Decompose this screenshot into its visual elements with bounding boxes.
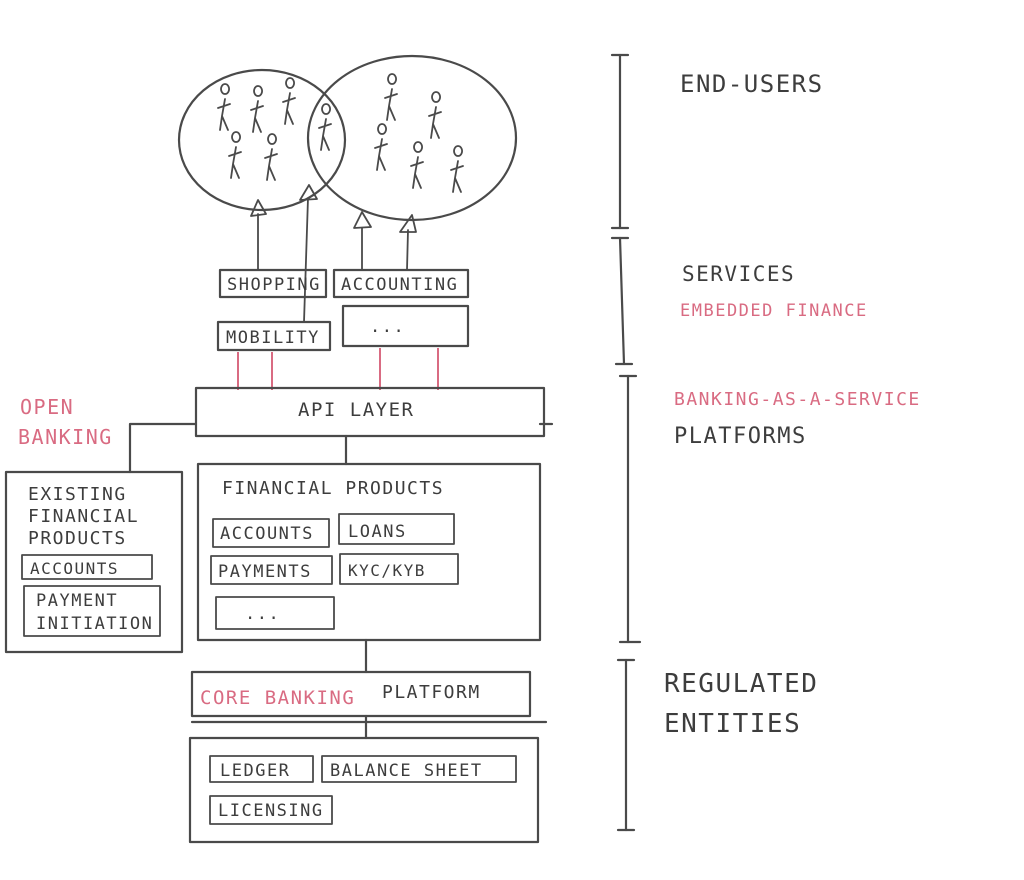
payment-initiation-label-1: PAYMENT [36,591,118,611]
person-icon [250,85,264,133]
person-icon [410,141,424,189]
person-icon [374,123,388,171]
more-services-box [341,304,470,348]
fp-accounts-box [212,518,330,548]
service-arrows [250,184,417,323]
api-layer-box [194,386,546,438]
user-group-left-circle [177,68,347,212]
existing-title-3: PRODUCTS [28,528,127,549]
embedded-finance-label: EMBEDDED FINANCE [680,301,868,321]
arrow-head-icon [299,184,318,201]
arrow-head-icon [250,199,267,217]
fp-more-box [215,596,335,630]
people-figures [217,73,464,193]
mobility-label: MOBILITY [226,328,320,348]
financial-products-box [196,462,542,642]
balance-sheet-box [321,755,517,783]
user-group-right-circle [306,54,518,222]
licensing-label: LICENSING [218,801,324,821]
regulated-label: REGULATED [664,669,818,699]
ledger-label: LEDGER [220,761,290,781]
baas-label: BANKING-AS-A-SERVICE [674,389,921,410]
financial-products: FINANCIAL PRODUCTS ACCOUNTS LOANS PAYMEN… [196,462,542,642]
api-layer-label: API LAYER [298,399,414,421]
accounting-label: ACCOUNTING [341,275,458,295]
platform-label: PLATFORM [382,682,481,703]
existing-accounts-box [21,554,153,580]
core-banking-label: CORE BANKING [200,687,355,709]
fp-kyc-label: KYC/KYB [348,561,426,580]
payment-initiation-box [23,585,161,637]
more-services-label: ... [370,317,405,337]
entities-label: ENTITIES [664,709,801,739]
end-users-label: END-USERS [680,70,824,98]
platforms-label: PLATFORMS [674,424,807,449]
fp-loans-box [338,513,455,545]
core-banking-box [190,670,532,718]
person-icon [282,77,296,125]
open-banking-label-1: OPEN [20,395,74,419]
open-banking-connector: OPEN BANKING [18,395,198,474]
shopping-box [218,268,328,299]
fp-accounts-label: ACCOUNTS [220,524,314,544]
fp-more-label: ... [245,604,280,624]
person-icon [384,73,398,121]
existing-products-box [4,470,184,654]
person-icon [318,103,332,151]
financial-products-title: FINANCIAL PRODUCTS [222,478,444,499]
arrow-head-icon [353,211,372,229]
person-icon [264,133,278,181]
existing-title-2: FINANCIAL [28,506,139,527]
open-banking-label-2: BANKING [18,425,113,449]
licensing-box [209,795,333,825]
person-icon [217,83,231,131]
balance-sheet-label: BALANCE SHEET [330,761,483,781]
existing-title-1: EXISTING [28,484,127,505]
person-icon [228,131,242,179]
existing-financial-products: EXISTING FINANCIAL PRODUCTS ACCOUNTS PAY… [4,470,184,654]
fp-kyc-box [339,553,459,585]
fp-payments-box [210,555,333,585]
payment-initiation-label-2: INITIATION [36,614,153,634]
fp-payments-label: PAYMENTS [218,562,312,582]
accounting-box [332,268,470,299]
arrow-head-icon [399,214,417,233]
end-user-groups [177,54,518,222]
shopping-label: SHOPPING [227,275,321,295]
person-icon [450,145,464,193]
services-label: SERVICES [682,262,795,286]
fp-loans-label: LOANS [348,522,407,542]
core-banking-platform: CORE BANKING PLATFORM [190,670,548,724]
person-icon [428,91,442,139]
embedded-finance-connectors [237,348,439,390]
layer-labels: END-USERS SERVICES EMBEDDED FINANCE BANK… [664,70,921,739]
mobility-box [216,320,332,352]
regulated-components-box [188,736,540,844]
services-boxes: SHOPPING ACCOUNTING MOBILITY ... [216,268,470,352]
existing-accounts-label: ACCOUNTS [30,559,119,578]
api-layer: API LAYER [194,386,554,438]
layer-brackets [610,53,642,832]
regulated-components: LEDGER BALANCE SHEET LICENSING [188,736,540,844]
ledger-box [209,755,314,783]
